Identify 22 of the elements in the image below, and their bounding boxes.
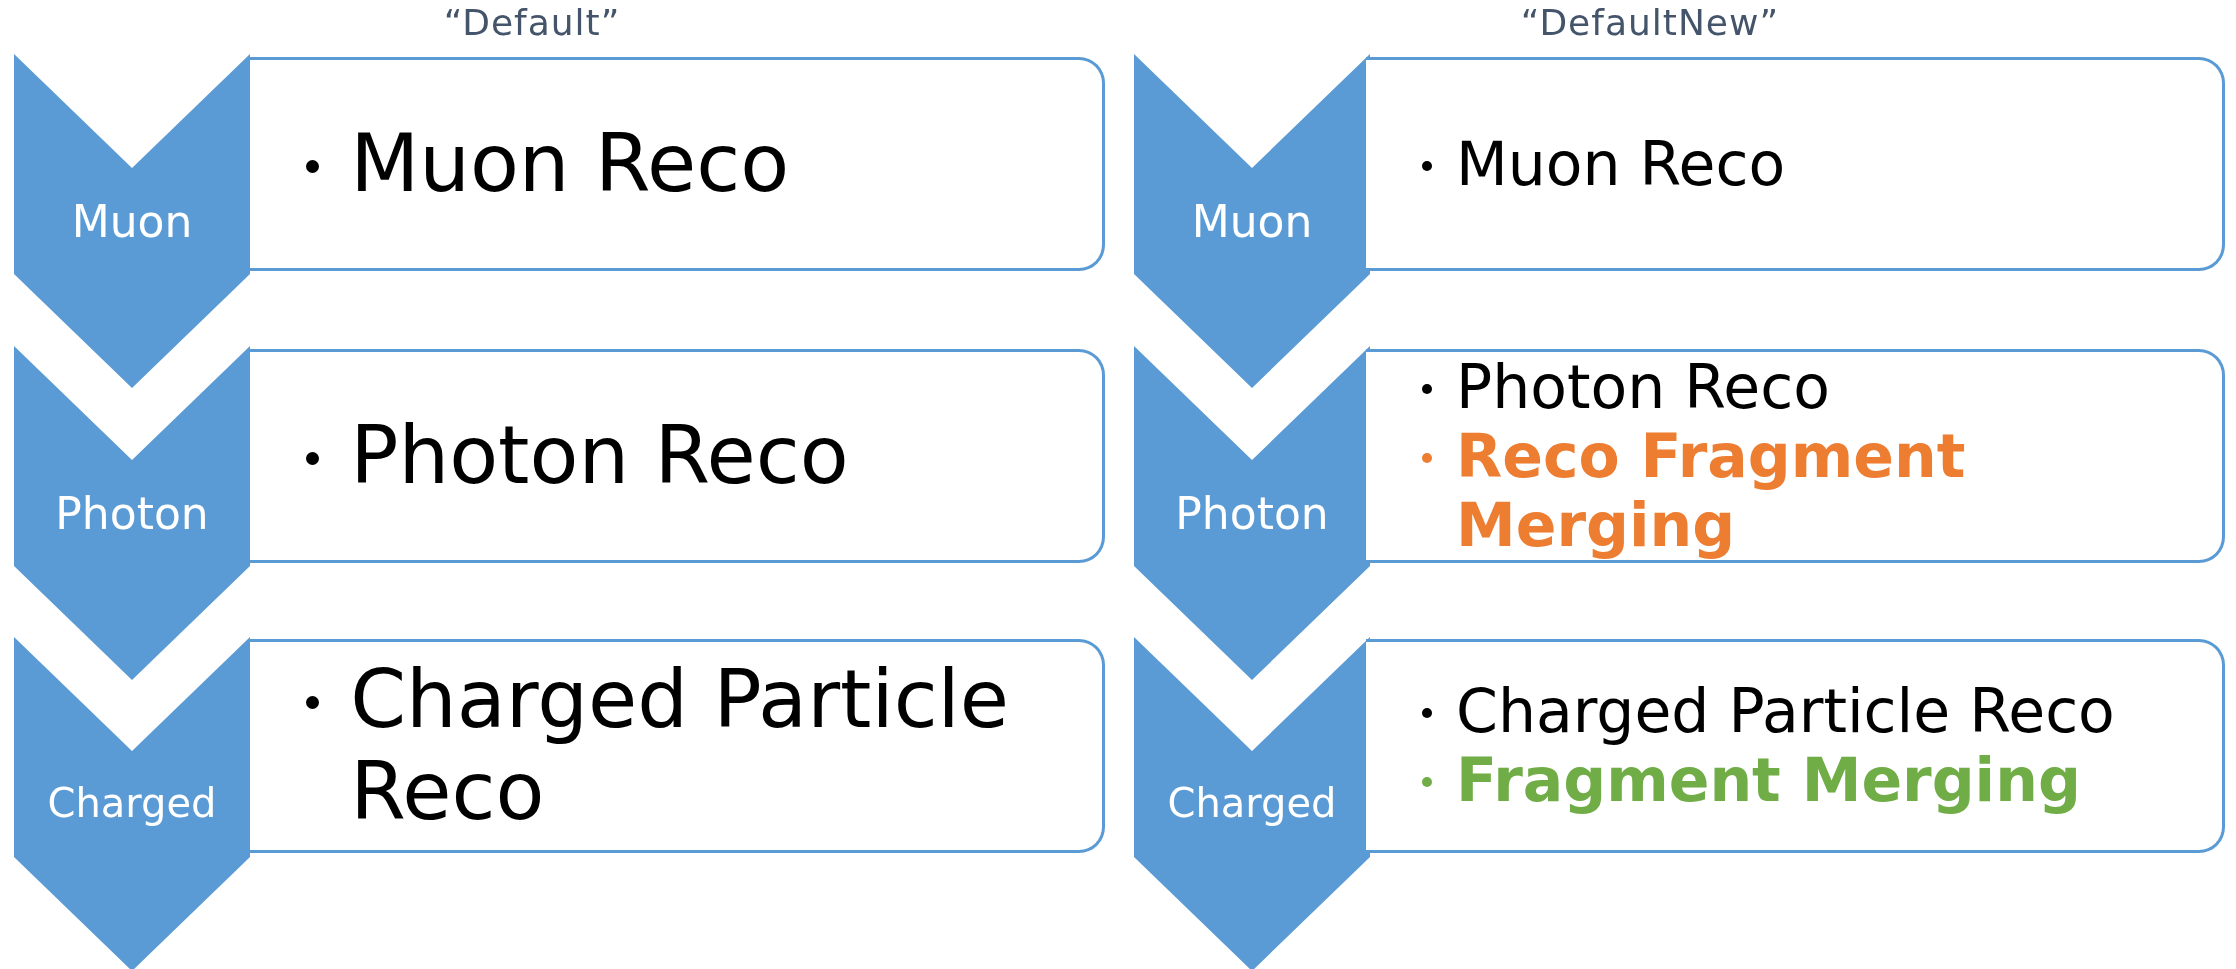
content-box [250,57,1105,271]
list-item: Charged Particle Reco [1456,677,2115,746]
list-item: Muon Reco [1456,129,1786,199]
content-box [1366,639,2225,853]
column-heading: “Default” [442,2,622,43]
step-label: Photon [1174,488,1330,541]
list-item: Photon Reco [1456,352,1830,422]
content-box [1366,57,2225,271]
step-label: Charged [46,779,218,827]
step-label: Muon [70,196,194,249]
content-box [1366,349,2225,563]
content-box [250,349,1105,563]
step-label: Photon [54,488,210,541]
list-item: Charged Particle Reco [350,654,1011,838]
column-heading: “DefaultNew” [1519,2,1781,43]
list-item: Muon Reco [350,118,790,210]
list-item: Photon Reco [350,410,849,502]
content-box [250,639,1105,853]
step-label: Charged [1166,779,1338,827]
list-item: Fragment Merging [1456,746,2081,815]
step-label: Muon [1190,196,1314,249]
list-item: Reco Fragment Merging [1456,421,1967,560]
